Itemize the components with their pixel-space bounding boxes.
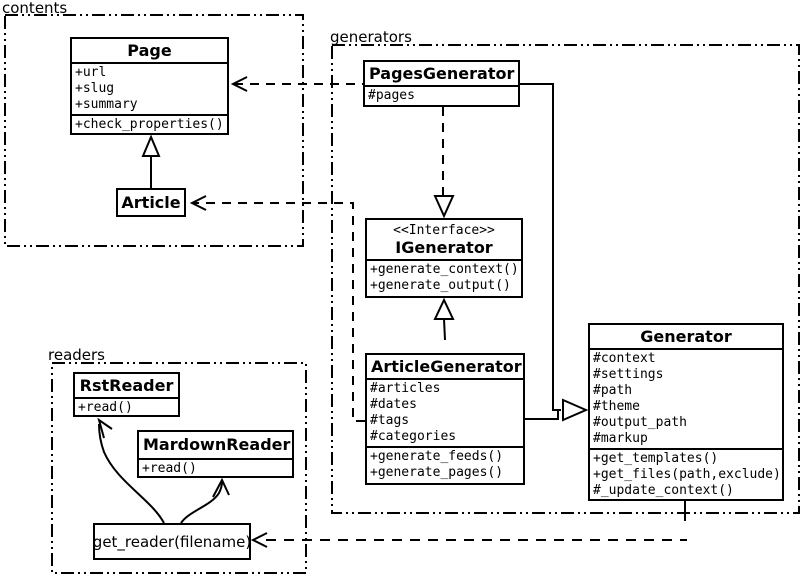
attribute: #markup [593,431,648,446]
attribute: #tags [370,413,410,428]
class-generator-title: Generator [640,327,732,346]
attribute: #articles [370,381,441,396]
arrow-getreader-mardownreader-curve [180,481,223,524]
attribute: +summary [75,97,138,112]
dependency-generator-getreader-arrow-icon [250,532,268,548]
class-igenerator-stereotype: <<Interface>> [393,223,495,238]
attribute: +slug [75,81,115,96]
inheritance-pagesgenerator-generator-line [520,83,561,411]
class-igenerator-methods: +generate_context() +generate_output() [367,259,521,295]
function-get-reader-label: get_reader(filename) [92,532,252,551]
realization-pagesgenerator-igenerator-triangle-icon [433,195,455,219]
attribute: +url [75,65,107,80]
class-articlegenerator-title: ArticleGenerator [371,357,522,376]
class-page: Page +url +slug +summary +check_properti… [70,37,229,135]
package-contents-border [4,14,304,247]
class-generator: Generator #context #settings #path #them… [588,323,784,501]
class-generator-attributes: #context #settings #path #theme #output_… [590,348,782,448]
inheritance-article-page-triangle-icon [141,134,161,157]
class-pagesgenerator: PagesGenerator #pages [363,60,520,107]
method: +read() [142,461,197,476]
attribute: #settings [593,367,664,382]
attribute: #context [593,351,656,366]
class-pagesgenerator-title: PagesGenerator [369,64,515,83]
class-igenerator-header: <<Interface>> IGenerator [367,220,521,259]
package-label-readers: readers [48,346,105,364]
method: +check_properties() [75,117,224,132]
package-readers-border [51,362,307,574]
method: +read() [78,400,133,415]
method: #_update_context() [593,483,734,498]
class-articlegenerator-methods: +generate_feeds() +generate_pages() [367,446,523,482]
package-generators-border [331,44,800,514]
method: +get_templates() [593,451,719,466]
class-igenerator: <<Interface>> IGenerator +generate_conte… [365,218,523,298]
class-rstreader-methods: +read() [75,397,178,417]
class-mardownreader: MardownReader +read() [137,430,294,478]
dependency-articlegenerator-article-arrow-icon [189,195,207,211]
method: +get_files(path,exclude) [593,467,781,482]
class-page-methods: +check_properties() [72,114,227,134]
class-page-title: Page [127,41,172,60]
function-get-reader: get_reader(filename) [93,523,251,560]
inheritance-articlegenerator-igenerator-triangle-icon [433,297,455,320]
attribute: #output_path [593,415,687,430]
dependency-pagesgenerator-page-arrow-icon [230,76,248,92]
attribute: #dates [370,397,417,412]
attribute: #categories [370,429,457,444]
attribute: #path [593,383,633,398]
inheritance-articlegenerator-igenerator-line [443,318,446,341]
class-generator-methods: +get_templates() +get_files(path,exclude… [590,448,782,500]
package-label-contents: contents [2,0,68,17]
inheritance-generator-triangle-icon [562,398,589,422]
attribute: #pages [368,88,415,103]
inheritance-articlegenerator-generator-line [525,409,561,420]
method: +generate_context() [370,262,519,277]
method: +generate_feeds() [370,449,504,464]
arrow-getreader-rstreader-curve [98,423,165,524]
class-rstreader: RstReader +read() [73,372,180,417]
class-mardownreader-title: MardownReader [143,435,291,454]
class-rstreader-title: RstReader [79,376,174,395]
dependency-articlegenerator-article-line [193,202,365,422]
arrow-getreader-rstreader-head-icon [97,417,113,439]
method: +generate_pages() [370,465,504,480]
method: +generate_output() [370,278,511,293]
class-articlegenerator-attributes: #articles #dates #tags #categories [367,378,523,446]
class-article-title: Article [121,193,181,212]
arrow-getreader-mardownreader-head-icon [212,477,230,498]
class-igenerator-title: IGenerator [395,238,493,257]
class-page-attributes: +url +slug +summary [72,62,227,114]
class-article: Article [116,188,186,217]
class-articlegenerator: ArticleGenerator #articles #dates #tags … [365,353,525,485]
package-label-generators: generators [330,28,412,46]
attribute: #theme [593,399,640,414]
class-mardownreader-methods: +read() [139,458,292,478]
class-pagesgenerator-attributes: #pages [365,85,518,105]
